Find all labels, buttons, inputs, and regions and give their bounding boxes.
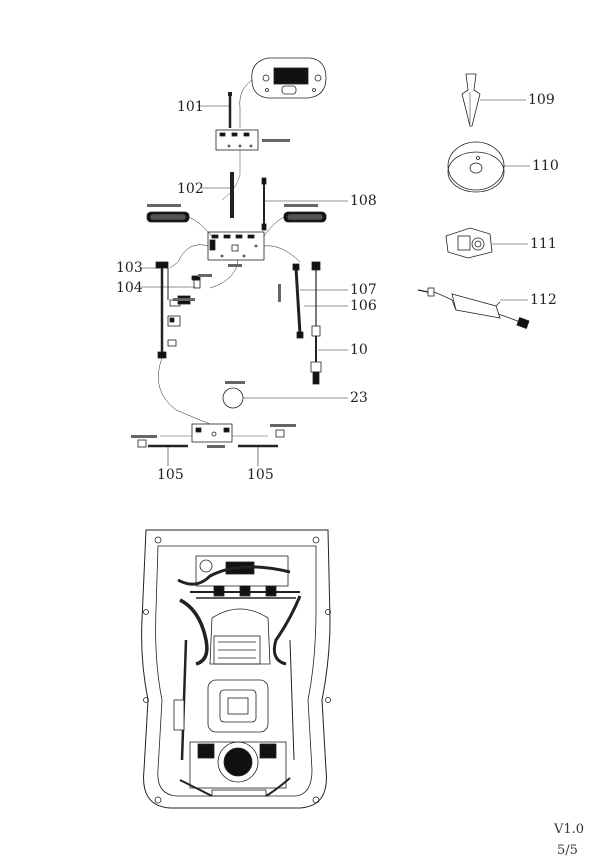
callout-103: 103 bbox=[116, 260, 143, 276]
cable-icon bbox=[292, 263, 304, 339]
round-sensor bbox=[222, 387, 244, 409]
board-small bbox=[215, 129, 259, 151]
cable-icon bbox=[230, 172, 234, 218]
stake-icon bbox=[461, 73, 481, 127]
cable-icon bbox=[261, 177, 267, 231]
callout-104: 104 bbox=[116, 280, 143, 296]
cable-icon bbox=[310, 261, 322, 385]
callout-106: 106 bbox=[350, 298, 377, 314]
callout-105-right: 105 bbox=[247, 467, 274, 483]
washer-icon bbox=[447, 141, 505, 193]
callout-23: 23 bbox=[350, 390, 368, 406]
callout-112: 112 bbox=[530, 292, 557, 308]
power-adapter-icon bbox=[417, 287, 530, 329]
bottom-board bbox=[191, 423, 233, 443]
callout-10: 10 bbox=[350, 342, 368, 358]
display-panel-icon bbox=[251, 57, 327, 99]
callout-110: 110 bbox=[532, 158, 559, 174]
callout-105-left: 105 bbox=[157, 467, 184, 483]
version-label: V1.0 bbox=[554, 822, 585, 837]
motor-icon bbox=[263, 211, 327, 237]
chassis-icon bbox=[141, 529, 331, 809]
connector-icon bbox=[191, 275, 201, 289]
callout-107: 107 bbox=[350, 282, 377, 298]
callout-108: 108 bbox=[350, 193, 377, 209]
callout-102: 102 bbox=[177, 181, 204, 197]
callout-111: 111 bbox=[530, 236, 557, 252]
main-board bbox=[207, 231, 265, 261]
cable-icon bbox=[155, 261, 169, 359]
page-number: 5/5 bbox=[557, 843, 578, 858]
connector-icon bbox=[445, 227, 493, 259]
motor-icon bbox=[146, 211, 213, 237]
callout-109: 109 bbox=[528, 92, 555, 108]
callout-101: 101 bbox=[177, 99, 204, 115]
